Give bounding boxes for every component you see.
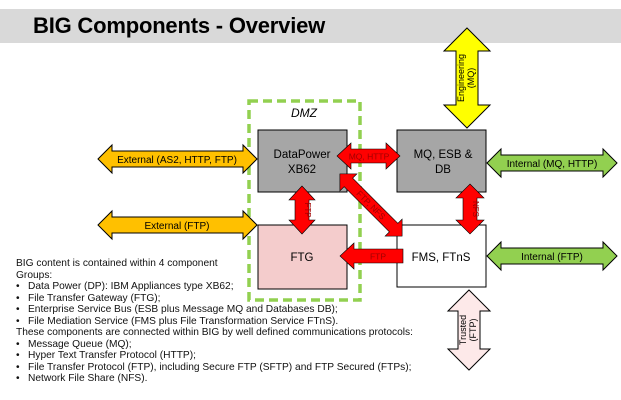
internal-label: Internal (FTP) <box>521 252 583 263</box>
page-title: BIG Components - Overview <box>33 13 326 38</box>
internal-arrow <box>486 147 618 179</box>
connection-arrow <box>336 142 401 170</box>
description: BIG content is contained within 4 compon… <box>16 258 413 385</box>
datapower-box <box>257 129 348 193</box>
bullet-icon: • <box>16 315 20 327</box>
component-group-item: •File Mediation Service (FMS plus File T… <box>16 315 339 327</box>
engineering-link: Engineering (MQ) <box>442 27 492 129</box>
internal-arrow <box>486 240 618 272</box>
datapower-label-line1: DataPower <box>274 149 331 161</box>
bullet-icon: • <box>16 350 20 361</box>
internal-label: Internal (MQ, HTTP) <box>507 159 598 170</box>
intro-line: BIG content is contained within 4 compon… <box>16 258 218 269</box>
bullet-icon: • <box>16 292 20 304</box>
external-label: External (FTP) <box>144 221 209 232</box>
external-arrow <box>97 209 258 241</box>
connection-arrow <box>339 173 403 237</box>
ftg-label: FTG <box>291 252 314 264</box>
connection-arrow <box>339 242 404 270</box>
component-group-item: •Enterprise Service Bus (ESB plus Messag… <box>16 304 338 315</box>
dmz-label: DMZ <box>291 106 318 120</box>
mq-esb-db-box <box>396 129 487 193</box>
intro-line: Groups: <box>16 269 53 281</box>
connection-arrow <box>455 183 485 235</box>
bullet-icon: • <box>16 338 20 350</box>
bullet-icon: • <box>16 373 20 384</box>
protocol-item: •Hyper Text Transfer Protocol (HTTP); <box>16 350 196 361</box>
connection-label: FTP <box>370 252 386 262</box>
datapower-label-line2: XB62 <box>288 164 316 176</box>
connection-nfs: NFS <box>455 183 485 235</box>
component-datapower: DataPower XB62 <box>257 129 348 193</box>
bullet-icon: • <box>16 361 20 373</box>
mq-esb-db-label-line1: MQ, ESB & <box>414 149 473 161</box>
trusted-link: Trusted (FTP) <box>446 289 492 371</box>
protocols-intro: These components are connected within BI… <box>16 327 413 338</box>
external-arrow <box>97 143 258 175</box>
component-group-item: •Data Power (DP): IBM Appliances type XB… <box>16 281 234 292</box>
connection-label: MQ, HTTP <box>349 152 390 162</box>
engineering-arrow <box>442 27 492 129</box>
bullet-icon: • <box>16 304 20 315</box>
trusted-label-line1: Trusted <box>458 315 468 345</box>
connection-ftp-fms-ftg: FTP <box>339 242 404 270</box>
trusted-arrow <box>446 289 492 371</box>
engineering-label-line2: (MQ) <box>466 68 476 89</box>
protocol-item: •File Transfer Protocol (FTP), including… <box>16 361 412 373</box>
connection-arrow <box>288 185 316 235</box>
engineering-label-line1: Engineering <box>456 54 466 102</box>
internal-link-mq-http: Internal (MQ, HTTP) <box>486 147 618 179</box>
connection-label: FTP <box>303 202 312 217</box>
bullet-icon: • <box>16 281 20 292</box>
internal-link-ftp: Internal (FTP) <box>486 240 618 272</box>
external-label: External (AS2, HTTP, FTP) <box>117 155 237 166</box>
title-band <box>0 9 621 43</box>
mq-esb-db-label-line2: DB <box>435 164 451 176</box>
protocol-item: •Network File Share (NFS). <box>16 373 148 384</box>
external-link-as2-http-ftp: External (AS2, HTTP, FTP) <box>97 143 258 175</box>
connection-mq-http: MQ, HTTP <box>336 142 401 170</box>
component-group-item: •File Transfer Gateway (FTG); <box>16 292 161 304</box>
connection-ftp-dp-ftg: FTP <box>288 185 316 235</box>
trusted-label-line2: (FTP) <box>468 319 478 342</box>
protocol-item: •Message Queue (MQ); <box>16 338 132 350</box>
component-mq-esb-db: MQ, ESB & DB <box>396 129 487 193</box>
external-link-ftp: External (FTP) <box>97 209 258 241</box>
fms-label: FMS, FTnS <box>412 252 471 264</box>
connection-label: NFS <box>471 201 480 217</box>
